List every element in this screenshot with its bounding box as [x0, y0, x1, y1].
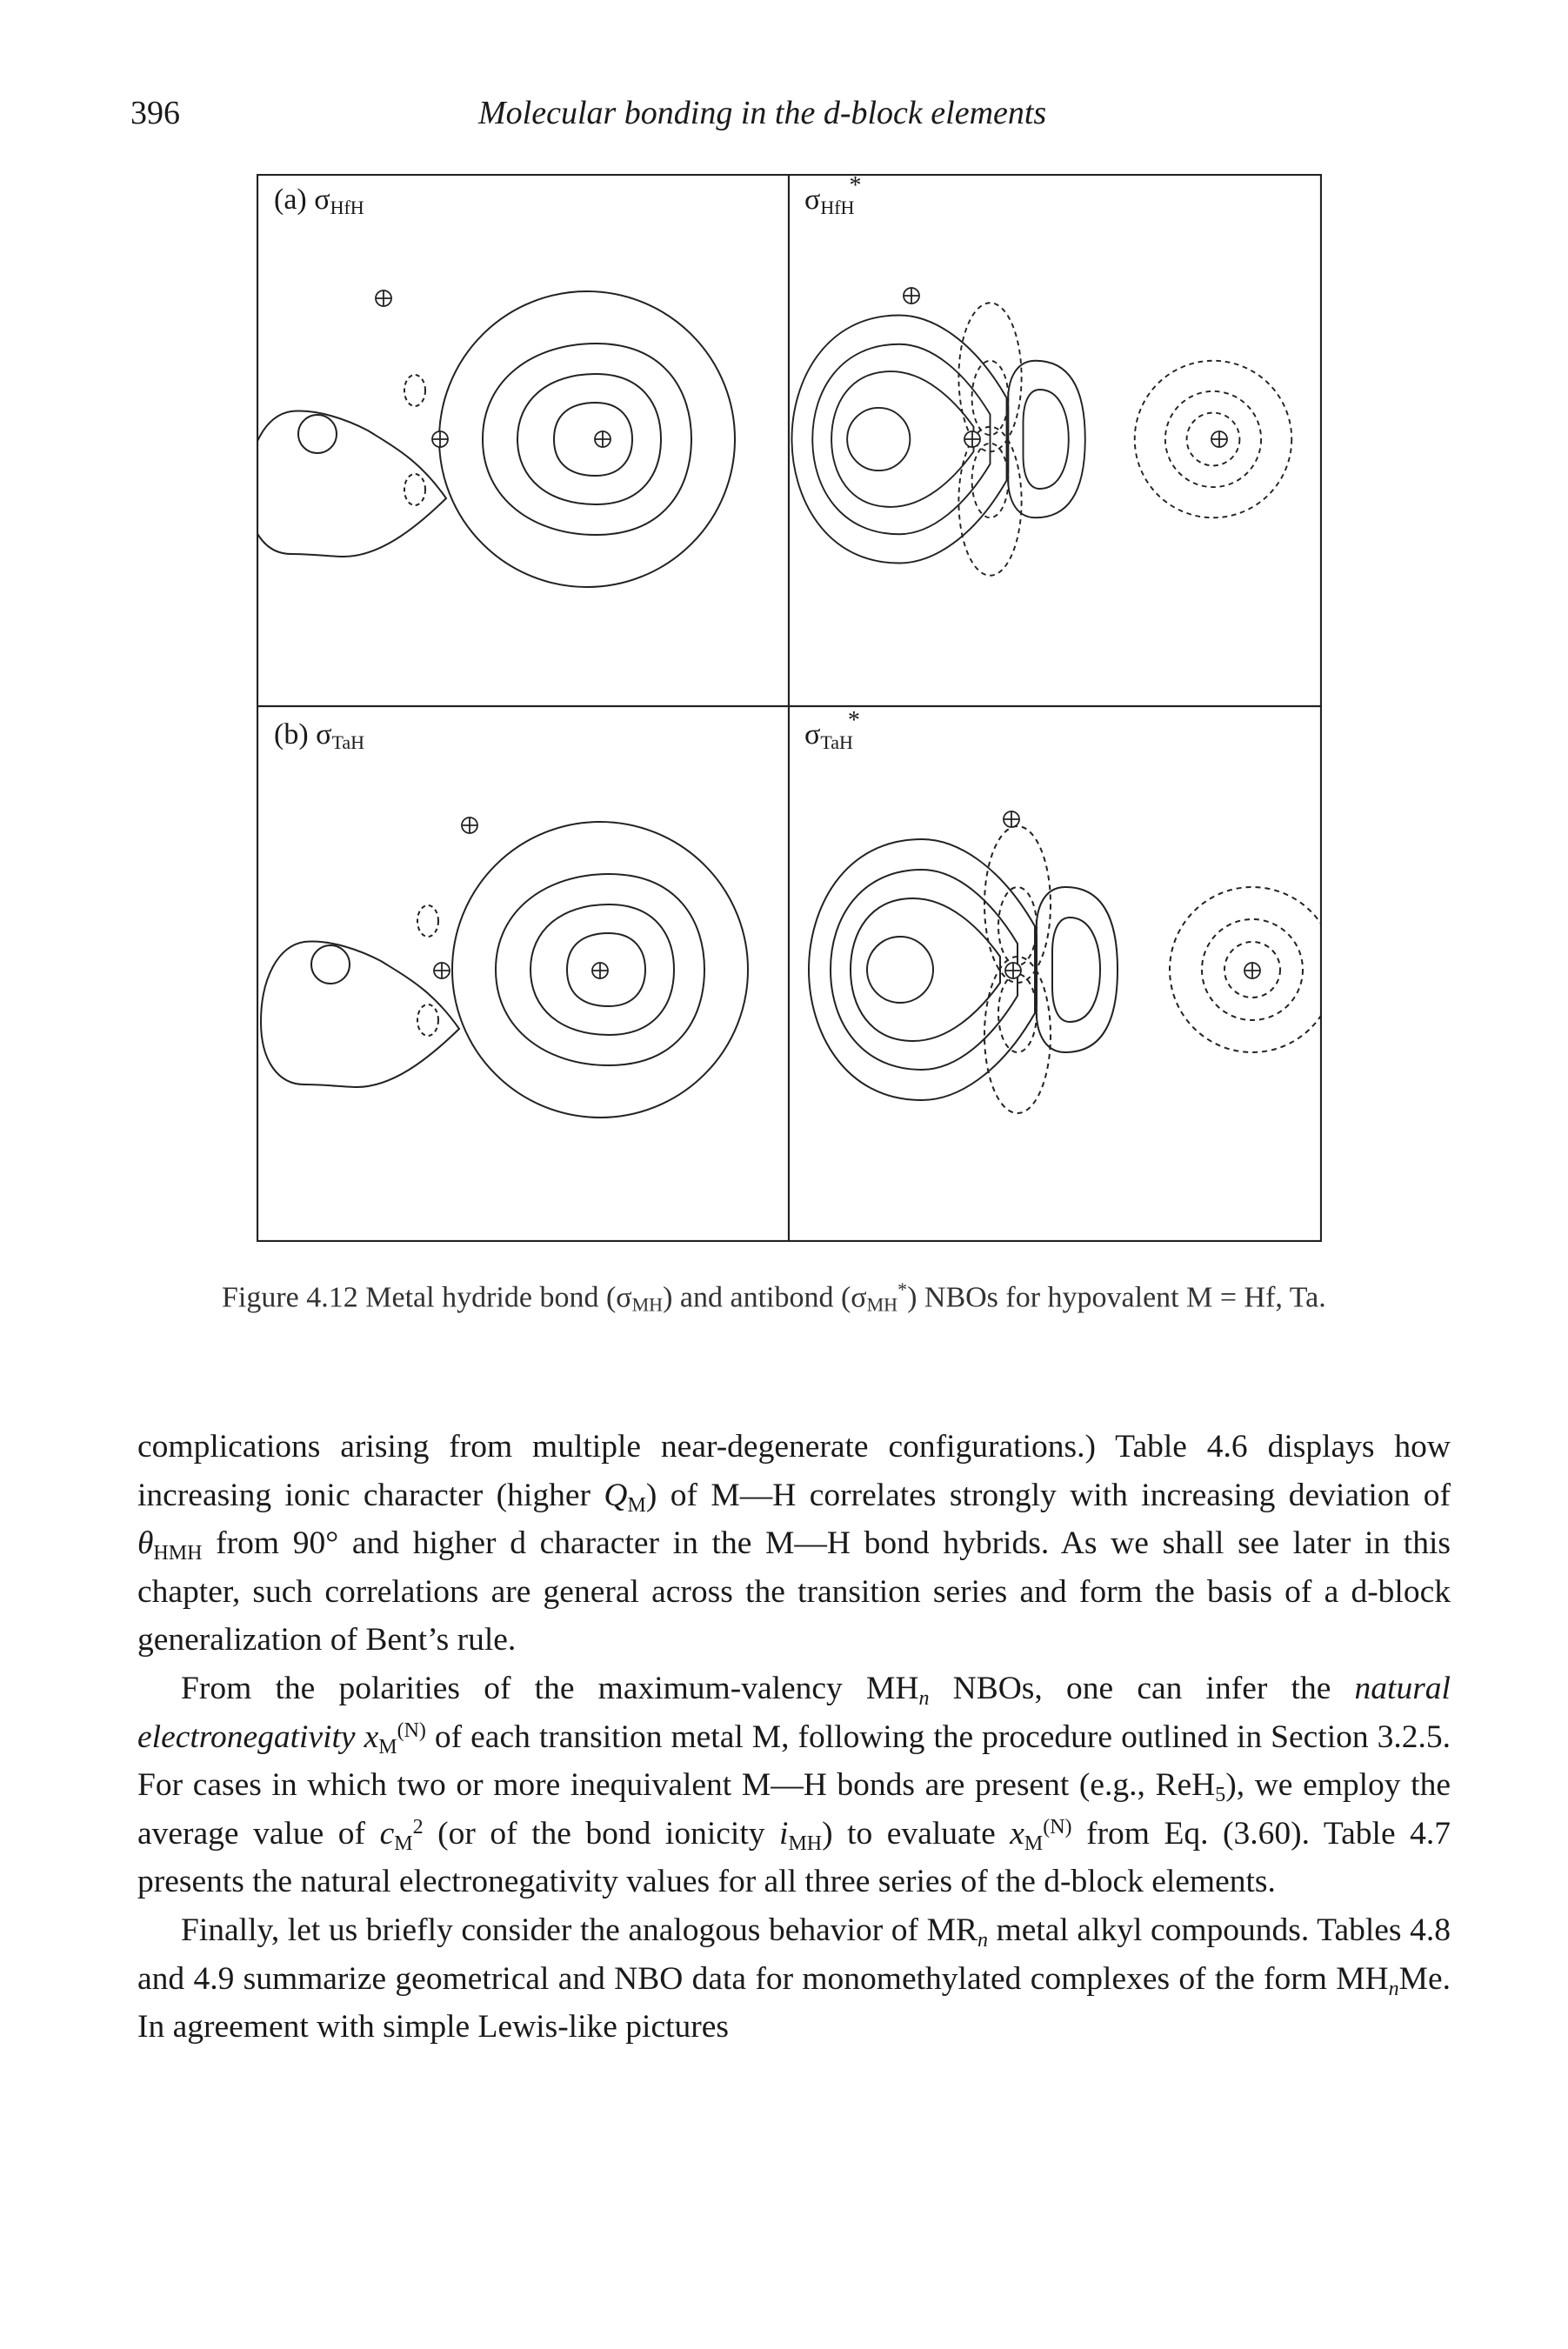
nbo-contour-plot: [257, 174, 1322, 1242]
figure-4-12: (a) σHfH σHfH* (b) σTaH σTaH*: [257, 172, 1322, 1242]
running-title: Molecular bonding in the d-block element…: [478, 95, 1047, 131]
panel-a-bond-contours: [257, 290, 736, 588]
paragraph-3: Finally, let us briefly consider the ana…: [137, 1912, 1451, 2045]
nucleus-markers: [375, 287, 1261, 979]
panel-b-bond-contours: [260, 821, 749, 1118]
figure-number: Figure 4.12: [222, 1281, 358, 1314]
panel-a-bond-label: (a) σHfH: [274, 184, 364, 218]
page-number: 396: [130, 95, 180, 131]
paragraph-1: complications arising from multiple near…: [137, 1429, 1451, 1658]
body-text: complications arising from multiple near…: [137, 1423, 1451, 2052]
paragraph-2: From the polarities of the maximum-valen…: [137, 1670, 1451, 1900]
panel-b-antibond-label: σTaH*: [804, 707, 860, 753]
panel-a-antibond-label: σHfH*: [804, 172, 862, 218]
figure-caption: Figure 4.12 Metal hydride bond (σMH) and…: [222, 1278, 1326, 1316]
panel-b-bond-label: (b) σTaH: [274, 718, 365, 753]
